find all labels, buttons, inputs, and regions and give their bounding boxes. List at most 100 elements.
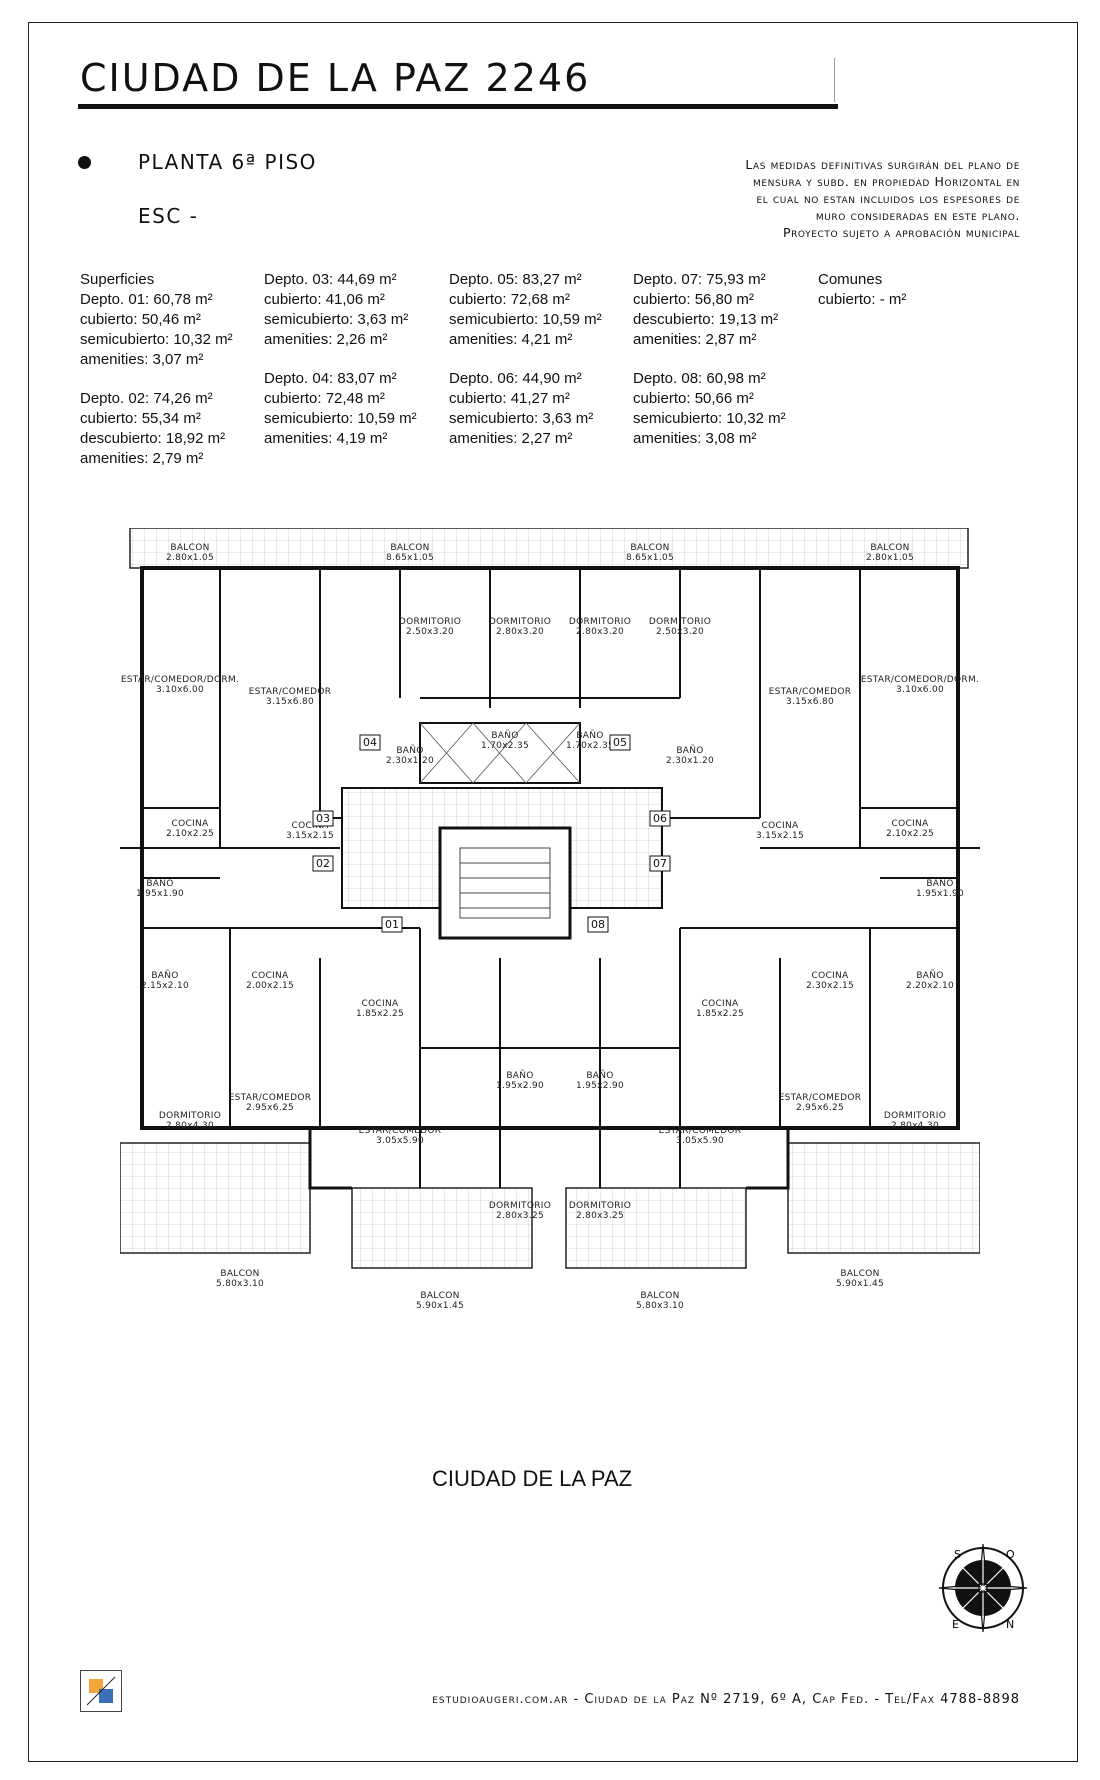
unit-area-block: Depto. 01: 60,78 m² cubierto: 50,46 m² s… <box>80 290 233 370</box>
unit-number-box <box>649 855 671 872</box>
area-line: amenities: 3,08 m² <box>633 430 757 447</box>
scale-label: ESC - <box>138 204 199 228</box>
unit-number-box <box>649 810 671 827</box>
unit-area-block: Depto. 04: 83,07 m² cubierto: 72,48 m² s… <box>264 369 417 449</box>
area-line: cubierto: 72,48 m² <box>264 390 385 407</box>
bullet-icon <box>78 156 91 169</box>
elevator-shafts <box>419 722 581 784</box>
room-label: ESTAR/COMEDOR/DORM.3.10x6.00 <box>861 675 979 695</box>
area-line: semicubierto: 3,63 m² <box>264 311 409 328</box>
area-line: Depto. 02: 74,26 m² <box>80 390 213 407</box>
area-line: semicubierto: 3,63 m² <box>449 410 594 427</box>
unit-number-box <box>312 810 334 827</box>
area-line: Depto. 07: 75,93 m² <box>633 271 766 288</box>
area-line: amenities: 4,19 m² <box>264 430 388 447</box>
unit-number: 08 <box>591 918 605 931</box>
area-line: Depto. 04: 83,07 m² <box>264 370 397 387</box>
unit-area-block: Depto. 02: 74,26 m² cubierto: 55,34 m² d… <box>80 389 233 469</box>
compass-letter: O <box>1006 1548 1015 1561</box>
unit-number-box <box>609 734 631 751</box>
elevators <box>419 722 581 784</box>
unit-number-box <box>359 734 381 751</box>
area-line: semicubierto: 10,59 m² <box>449 311 602 328</box>
unit-number: 03 <box>316 812 330 825</box>
title-tick <box>834 58 835 102</box>
unit-number: 01 <box>385 918 399 931</box>
area-line: amenities: 2,79 m² <box>80 450 204 467</box>
area-line: cubierto: 72,68 m² <box>449 291 570 308</box>
area-line: cubierto: 41,06 m² <box>264 291 385 308</box>
unit-area-block: Depto. 06: 44,90 m² cubierto: 41,27 m² s… <box>449 369 602 449</box>
bottom-balcony-left <box>120 1142 311 1254</box>
area-line: amenities: 2,27 m² <box>449 430 573 447</box>
footer-contact: estudioaugeri.com.ar - Ciudad de la Paz … <box>432 1692 1020 1707</box>
unit-number-box <box>381 916 403 933</box>
area-line: semicubierto: 10,32 m² <box>80 331 233 348</box>
area-line: amenities: 4,21 m² <box>449 331 573 348</box>
unit-number: 05 <box>613 736 627 749</box>
unit-number-box <box>587 916 609 933</box>
disclaimer-line: el cual no estan incluidos los espesores… <box>756 191 1020 206</box>
plan-level: PLANTA 6ª PISO <box>138 150 317 174</box>
disclaimer-line: muro consideradas en este plano. <box>815 208 1020 223</box>
area-line: cubierto: 55,34 m² <box>80 410 201 427</box>
area-line: descubierto: 18,92 m² <box>80 430 226 447</box>
area-line: semicubierto: 10,32 m² <box>633 410 786 427</box>
studio-logo <box>80 1670 122 1712</box>
partition-walls <box>120 568 980 1188</box>
area-line: amenities: 3,07 m² <box>80 351 204 368</box>
disclaimer-note: Las medidas definitivas surgirán del pla… <box>720 156 1020 241</box>
compass-rose-icon: S O E N <box>938 1543 1028 1633</box>
unit-number: 04 <box>363 736 377 749</box>
page-title: CIUDAD DE LA PAZ 2246 <box>80 56 591 100</box>
compass-needles <box>938 1543 1028 1633</box>
unit-area-block: Comunes cubierto: - m² <box>818 270 906 310</box>
area-line: descubierto: 19,13 m² <box>633 311 779 328</box>
area-line: Depto. 05: 83,27 m² <box>449 271 582 288</box>
stair-steps <box>459 847 551 919</box>
area-line: Depto. 01: 60,78 m² <box>80 291 213 308</box>
surfaces-column-3: Depto. 05: 83,27 m² cubierto: 72,68 m² s… <box>449 270 602 468</box>
logo-mark-icon <box>86 1676 116 1706</box>
bottom-balcony-right <box>787 1142 980 1254</box>
area-line: semicubierto: 10,59 m² <box>264 410 417 427</box>
surfaces-column-4: Depto. 07: 75,93 m² cubierto: 56,80 m² d… <box>633 270 786 468</box>
area-line: cubierto: 50,46 m² <box>80 311 201 328</box>
